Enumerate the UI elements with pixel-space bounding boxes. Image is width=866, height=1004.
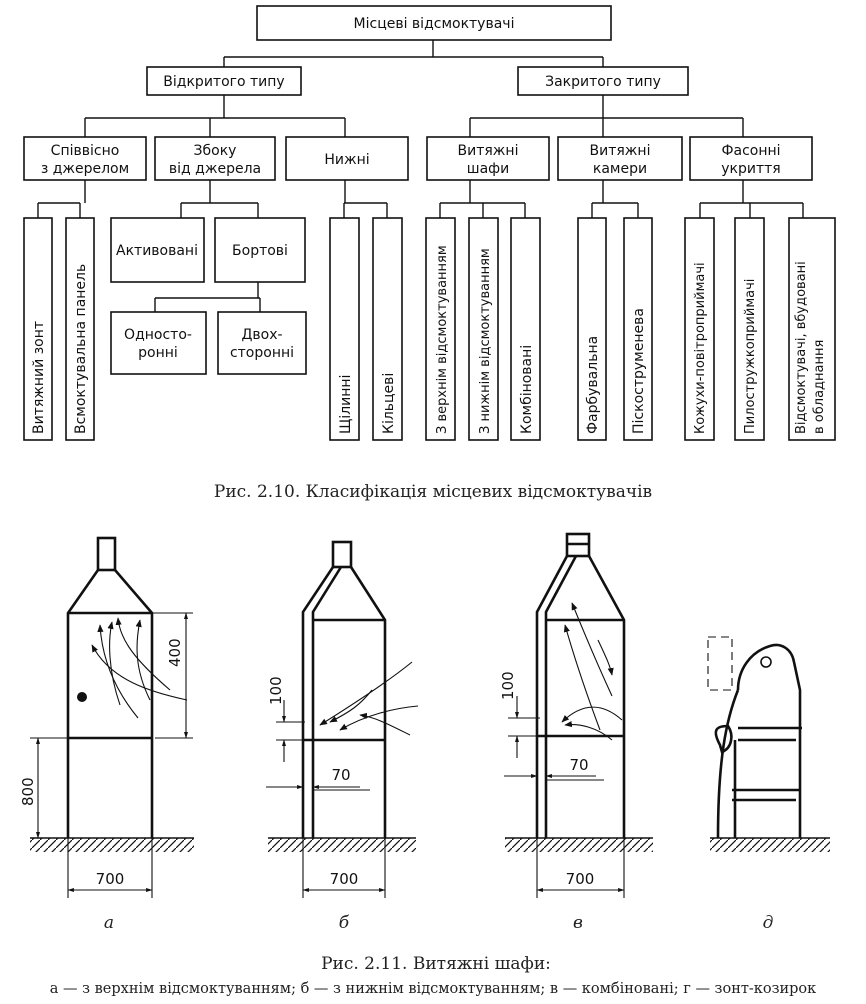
hood-d-knob [760, 656, 772, 668]
label-c: в [573, 913, 583, 933]
leaf-activated-label: Активовані [116, 243, 198, 259]
leaf-one-sided-line1: Односто- [124, 327, 192, 343]
hood-b-airflow-arrows [319, 661, 419, 736]
leaf-combined: Комбіновані [510, 217, 541, 441]
hood-c-airflow-arrows [561, 602, 623, 741]
leaf-suction-panel: Всмоктувальна панель [65, 217, 95, 441]
hood-d-body [707, 636, 802, 839]
leaf-ring: Кільцеві [372, 217, 403, 441]
node-shaped-line1: Фасонні [721, 143, 780, 159]
hood-c-dim-100: 100 [499, 671, 517, 700]
leaf-sandblast: Піскоструменева [623, 217, 653, 441]
leaf-top-suction: З верхнім відсмоктуванням [425, 217, 456, 441]
node-root: Місцеві відсмоктувачі [256, 5, 612, 41]
leaf-bottom-suction-label: З нижнім відсмоктуванням [478, 248, 493, 434]
leaf-combined-label: Комбіновані [519, 345, 535, 434]
node-open-type-label: Відкритого типу [163, 74, 284, 90]
leaf-sandblast-label: Піскоструменева [631, 308, 647, 434]
leaf-casing-air: Кожухи-повітроприймачі [684, 217, 715, 441]
leaf-two-sided: Двох- сторонні [217, 311, 307, 375]
hood-b-dim-700: 700 [330, 870, 359, 888]
hood-d-umbrella-visor: д [707, 636, 830, 933]
leaf-ring-label: Кільцеві [381, 373, 397, 434]
leaf-built-in-line2: в обладнання [812, 340, 827, 434]
leaf-dust-chip-label: Пилостружкоприймачі [743, 279, 758, 434]
hood-a-body [66, 536, 154, 838]
hood-c-combined: 100 70 700 в [499, 532, 653, 933]
figure-2-11-subcaption: а — з верхнім відсмоктуванням; б — з ниж… [50, 981, 816, 997]
leaf-top-suction-label: З верхнім відсмоктуванням [435, 245, 450, 434]
leaf-slot-label: Щілинні [338, 375, 354, 434]
hood-d-ground [710, 837, 830, 852]
hood-c-dim-700: 700 [566, 870, 595, 888]
leaf-activated: Активовані [110, 217, 205, 283]
node-chambers: Витяжні камери [557, 136, 683, 181]
hood-a-knob [77, 692, 87, 702]
leaf-one-sided-line2: ронні [138, 345, 178, 361]
leaf-slot: Щілинні [329, 217, 360, 441]
tree-connectors [37, 40, 804, 312]
label-b: б [339, 913, 350, 933]
hood-a-dim-400: 400 [166, 638, 184, 667]
hood-c-ground [505, 837, 653, 852]
node-open-type: Відкритого типу [146, 66, 302, 96]
leaf-two-sided-line1: Двох- [241, 327, 282, 343]
figure-2-10-caption: Рис. 2.10. Класифікація місцевих відсмок… [214, 482, 652, 502]
hood-b-dim-70: 70 [331, 766, 350, 784]
hood-a-dimensions: 400 800 700 [19, 612, 193, 898]
leaf-rim-label: Бортові [232, 243, 288, 259]
leaf-dust-chip: Пилостружкоприймачі [734, 217, 765, 441]
leaf-suction-panel-label: Всмоктувальна панель [73, 264, 89, 434]
node-hoods-line1: Витяжні [458, 143, 519, 159]
leaf-rim: Бортові [214, 217, 306, 283]
node-hoods: Витяжні шафи [426, 136, 550, 181]
leaf-casing-air-label: Кожухи-повітроприймачі [693, 262, 708, 434]
leaf-umbrella-label: Витяжний зонт [31, 321, 47, 434]
fume-hoods-figure: 400 800 700 а [19, 532, 830, 997]
hood-a-airflow-arrows [91, 617, 188, 719]
hood-a-dim-700: 700 [96, 870, 125, 888]
node-chambers-line1: Витяжні [590, 143, 651, 159]
node-coaxial-line1: Співвісно [51, 143, 120, 159]
node-shaped: Фасонні укриття [689, 136, 813, 181]
node-side-line1: Збоку [194, 143, 237, 159]
hood-a-ground [30, 837, 194, 852]
leaf-one-sided: Односто- ронні [110, 311, 207, 375]
node-shaped-line2: укриття [721, 161, 780, 177]
node-root-label: Місцеві відсмоктувачі [354, 16, 515, 32]
node-bottom: Нижні [285, 136, 409, 181]
node-bottom-label: Нижні [324, 152, 369, 168]
hood-a-dim-800: 800 [19, 777, 37, 806]
node-chambers-line2: камери [593, 161, 647, 177]
leaf-built-in-line1: Відсмоктувачі, вбудовані [794, 261, 809, 434]
hood-b-dimensions: 100 70 700 [266, 676, 386, 898]
leaf-umbrella: Витяжний зонт [23, 217, 53, 441]
hood-b-dim-100: 100 [267, 676, 285, 705]
hood-c-body [535, 532, 626, 838]
leaf-two-sided-line2: сторонні [230, 345, 294, 361]
leaf-built-in: Відсмоктувачі, вбудовані в обладнання [788, 217, 836, 441]
hood-b-bottom-suction: 100 70 700 б [266, 540, 419, 933]
label-d: д [763, 913, 774, 933]
leaf-bottom-suction: З нижнім відсмоктуванням [468, 217, 499, 441]
label-a: а [104, 913, 114, 933]
node-side: Збоку від джерела [154, 136, 276, 181]
node-hoods-line2: шафи [467, 161, 509, 177]
node-closed-type: Закритого типу [517, 66, 689, 96]
node-coaxial-line2: з джерелом [41, 161, 129, 177]
hood-a-top-suction: 400 800 700 а [19, 536, 194, 933]
leaf-painting: Фарбувальна [577, 217, 607, 441]
classification-tree: Місцеві відсмоктувачі Відкритого типу За… [23, 5, 836, 502]
hood-c-dim-70: 70 [569, 756, 588, 774]
figure-2-11-caption: Рис. 2.11. Витяжні шафи: [321, 954, 551, 974]
node-side-line2: від джерела [169, 161, 261, 177]
hood-b-ground [268, 837, 416, 852]
hood-b-body [301, 540, 387, 838]
node-closed-type-label: Закритого типу [545, 74, 661, 90]
leaf-painting-label: Фарбувальна [585, 336, 601, 434]
hood-c-dimensions: 100 70 700 [499, 671, 625, 898]
node-coaxial: Співвісно з джерелом [23, 136, 147, 181]
